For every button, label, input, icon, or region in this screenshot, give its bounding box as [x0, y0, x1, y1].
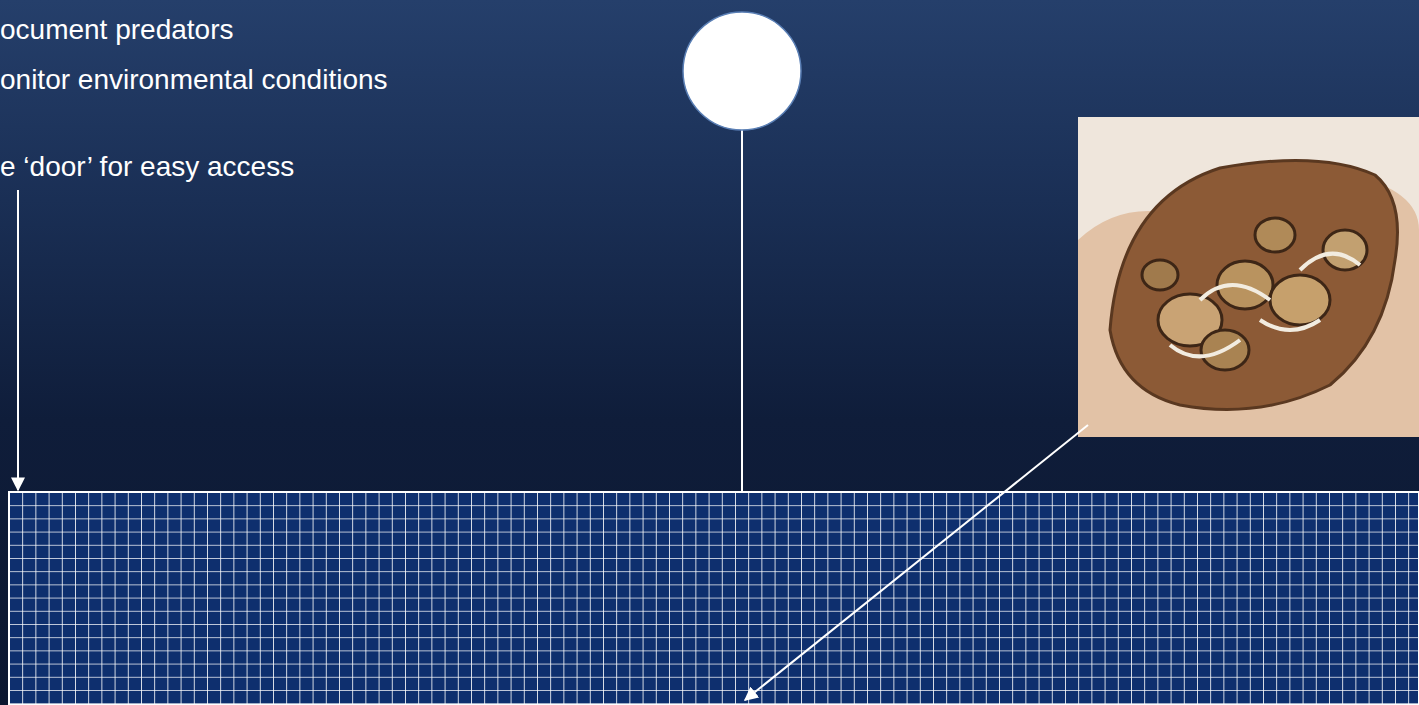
- buoy: [683, 12, 801, 130]
- buoy-line: [741, 130, 743, 493]
- photo-leader: [745, 425, 1088, 700]
- oyster-photo: [1078, 117, 1419, 437]
- bullet-text: onitor environmental conditions: [0, 63, 388, 97]
- mesh-cage: [9, 492, 1419, 705]
- door-leader: [17, 190, 19, 490]
- bullet-text: ocument predators: [0, 13, 233, 47]
- bullet-text: e ‘door’ for easy access: [0, 150, 294, 184]
